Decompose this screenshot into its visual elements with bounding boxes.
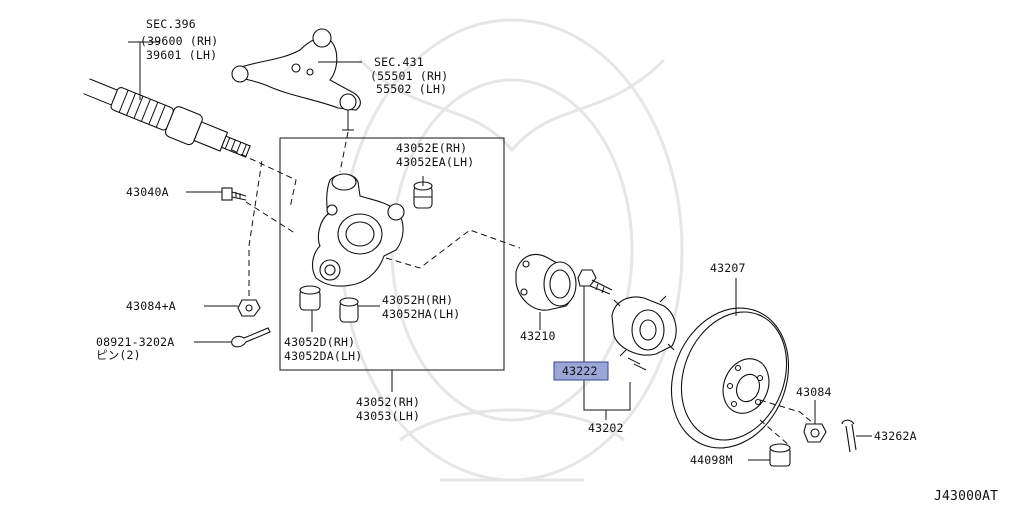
label-43222: 43222 [562, 364, 598, 378]
label-43084a: 43084+A [126, 299, 176, 313]
label-43262a: 43262A [874, 429, 917, 443]
label-43052ha: 43052HA(LH) [382, 307, 460, 321]
label-pin2: ピン(2) [96, 348, 141, 362]
drive-shaft[interactable] [81, 71, 254, 166]
label-43052: 43052(RH) [356, 395, 420, 409]
label-43052da: 43052DA(LH) [284, 349, 362, 363]
drawing-id: J43000AT [934, 489, 998, 504]
label-43052h: 43052H(RH) [382, 293, 453, 307]
label-39601: 39601 (LH) [146, 48, 217, 62]
bolt-43040a[interactable] [221, 187, 247, 201]
cotter-pin-43262a[interactable] [841, 419, 857, 453]
label-43084: 43084 [796, 385, 832, 399]
label-44098m: 44098M [690, 453, 733, 467]
upper-arm[interactable] [231, 28, 361, 131]
align-line-shaft [231, 149, 297, 209]
b43222-leader [583, 286, 631, 420]
nut-43084[interactable] [803, 423, 827, 443]
steering-knuckle[interactable] [311, 173, 405, 287]
label-55501: (55501 (RH) [370, 69, 448, 83]
label-43052ea: 43052EA(LH) [396, 155, 474, 169]
label-43052e: 43052E(RH) [396, 141, 467, 155]
label-43040a: 43040A [126, 185, 169, 199]
align-right-2 [759, 419, 791, 447]
align-line-nut [248, 159, 263, 296]
highlight-43222[interactable] [553, 361, 609, 381]
brake-rotor-43207[interactable] [651, 290, 809, 465]
label-39600: (39600 (RH) [140, 34, 218, 48]
cotter-pin[interactable] [231, 327, 271, 348]
sec396-leader [128, 41, 160, 100]
align-line-bolt [245, 201, 297, 235]
align-line-upper [339, 131, 349, 173]
bushing-43052h[interactable] [339, 297, 359, 323]
label-43207: 43207 [710, 261, 746, 275]
bushing-43052d[interactable] [299, 285, 321, 311]
label-55502: 55502 (LH) [376, 82, 447, 96]
label-43202: 43202 [588, 421, 624, 435]
align-right-1 [759, 399, 815, 425]
label-sec396: SEC.396 [146, 17, 196, 31]
label-08921: 08921-3202A [96, 335, 174, 349]
nut-43084a[interactable] [237, 299, 261, 317]
label-43210: 43210 [520, 329, 556, 343]
label-43052d: 43052D(RH) [284, 335, 355, 349]
watermark-emblem [340, 18, 684, 482]
cap-44098m[interactable] [769, 443, 791, 467]
label-43053: 43053(LH) [356, 409, 420, 423]
hub-bolt-43222[interactable] [577, 269, 613, 295]
axle-hub-43202[interactable] [611, 295, 677, 371]
label-sec431: SEC.431 [374, 55, 424, 69]
hub-bearing-43210[interactable] [515, 254, 577, 311]
align-line-hub [385, 229, 521, 269]
